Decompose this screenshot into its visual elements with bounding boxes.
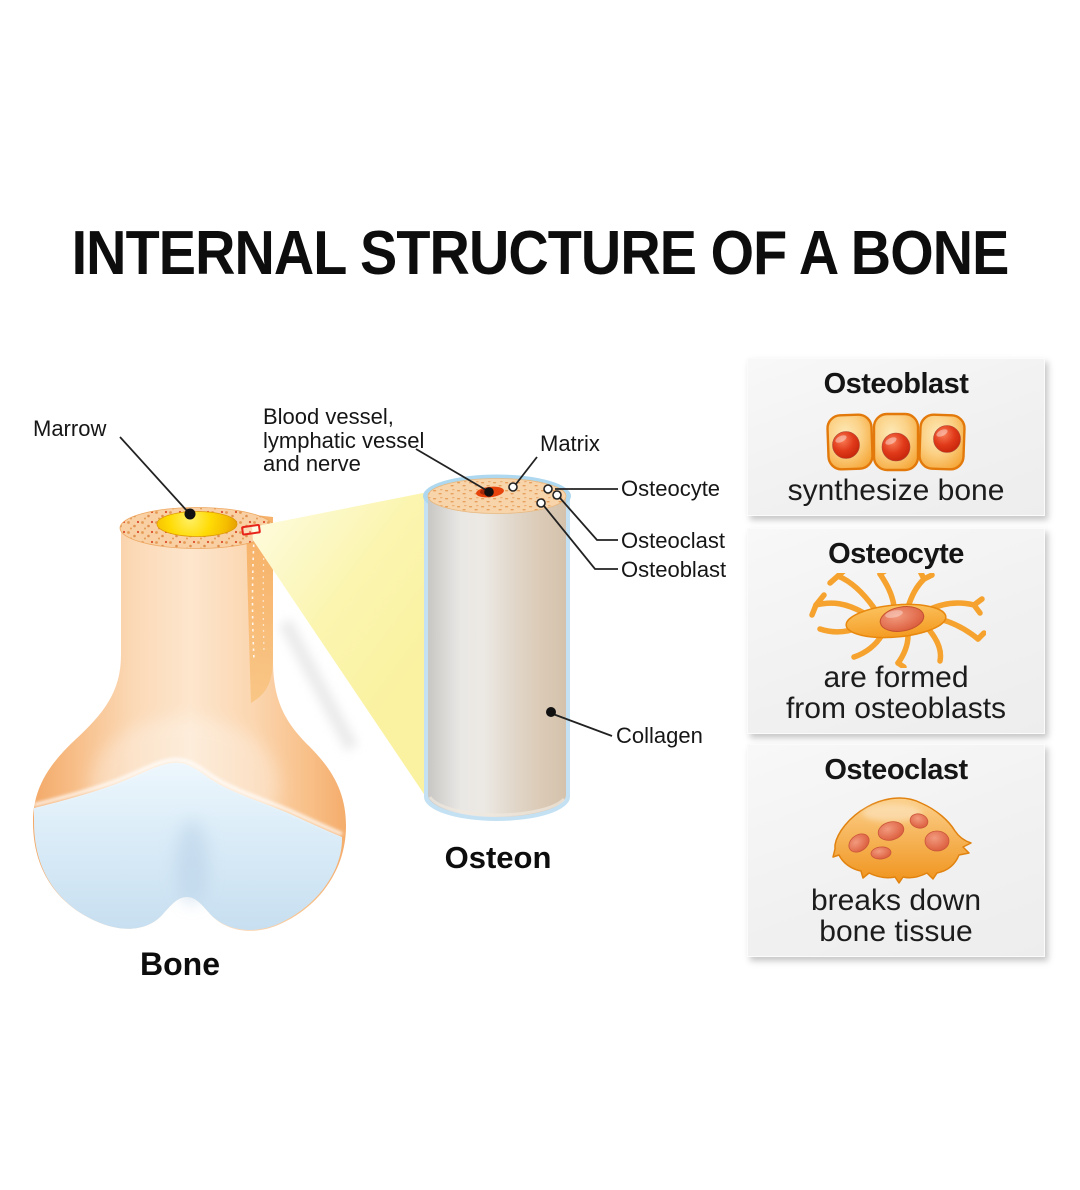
osteon-cylinder-group <box>423 474 571 821</box>
osteon-bottom-shine <box>428 796 566 817</box>
osteocyte-panel: Osteocyte <box>747 528 1045 734</box>
vessel-label-line2: lymphatic vessel <box>263 427 425 453</box>
matrix-leader-line <box>515 456 538 485</box>
matrix-label: Matrix <box>540 431 600 456</box>
osteocyte-marker <box>543 484 553 494</box>
bone-label: Bone <box>140 946 220 982</box>
osteoclast-marker <box>552 490 562 500</box>
zoom-beam <box>252 492 428 800</box>
shaft-cut-strip <box>246 514 273 703</box>
marrow-ellipse <box>156 511 238 537</box>
vessel-dot <box>484 487 494 497</box>
osteoclast-label: Osteoclast <box>621 528 725 553</box>
osteoclast-cell-icon <box>832 797 972 884</box>
osteoclast-panel-caption: breaks down bone tissue <box>810 884 982 948</box>
osteoblast-marker <box>536 498 546 508</box>
vessel-label-line3: and nerve <box>263 451 361 476</box>
marrow-dot <box>184 508 196 520</box>
osteocyte-panel-caption: are formed from osteoblasts <box>785 661 1007 725</box>
vessel-label-line1: Blood vessel, <box>263 404 394 429</box>
osteocyte-label: Osteocyte <box>621 476 721 501</box>
osteocyte-panel-title: Osteocyte <box>828 538 964 570</box>
collagen-label: Collagen <box>616 723 703 748</box>
matrix-marker <box>508 482 518 492</box>
cartilage-shine <box>33 757 343 836</box>
marrow-leader-line <box>119 436 189 513</box>
osteon-top-face <box>427 478 567 514</box>
osteoclast-leader-line <box>559 497 618 541</box>
collagen-leader-line <box>552 713 613 737</box>
leader-lines <box>119 436 618 737</box>
osteon-body <box>428 497 566 817</box>
zoom-source-rect <box>241 523 261 536</box>
osteoclast-panel: Osteoclast breaks down <box>747 744 1045 957</box>
osteoblast-panel-title: Osteoblast <box>823 368 969 400</box>
bone-osteon-illustration <box>33 436 618 931</box>
osteocyte-cell-icon <box>809 573 986 668</box>
osteon-label: Osteon <box>444 840 552 875</box>
osteoblast-panel: Osteoblast <box>747 358 1045 516</box>
beam-shadow <box>278 618 359 752</box>
osteoclast-panel-title: Osteoclast <box>824 754 968 786</box>
cut-strip-dashes-1 <box>251 537 255 661</box>
vessel-leader-line <box>415 448 487 491</box>
osteoblast-cells-icon <box>826 412 966 472</box>
osteoblast-leader-line <box>543 505 618 570</box>
bone-illustration-group <box>33 507 346 931</box>
marrow-label: Marrow <box>33 416 107 441</box>
collagen-dot <box>546 707 556 717</box>
open-markers <box>508 482 562 508</box>
vessel-label: Blood vessel, lymphatic vessel and nerve <box>263 405 433 476</box>
osteoblast-panel-caption: synthesize bone <box>787 474 1005 507</box>
page-title: INTERNAL STRUCTURE OF A BONE <box>71 219 1010 288</box>
condyle-notch-shadow <box>175 820 209 904</box>
osteoblast-label: Osteoblast <box>621 557 727 582</box>
